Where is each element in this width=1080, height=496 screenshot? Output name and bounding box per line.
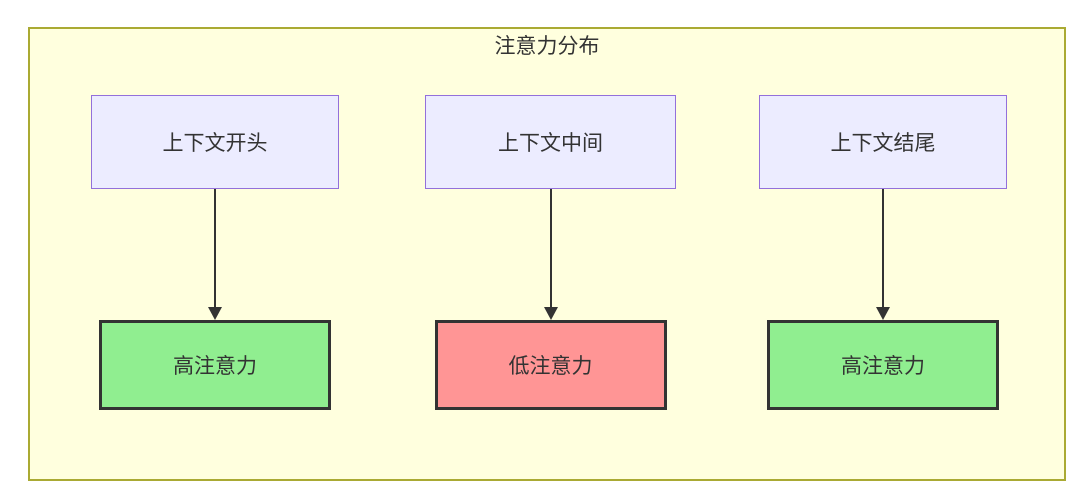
arrowhead-icon [208,307,222,320]
high-attention-label: 高注意力 [173,355,257,378]
diagram-column-start: 上下文开头 高注意力 [91,95,339,410]
diagram-canvas: 注意力分布 上下文开头 高注意力 上下文中间 低注意力 [28,27,1066,481]
arrow-line [882,189,884,311]
arrow-connector [207,189,223,320]
context-end-label: 上下文结尾 [830,132,936,155]
low-attention-node: 低注意力 [434,320,667,410]
diagram-column-middle: 上下文中间 低注意力 [425,95,676,410]
context-start-node: 上下文开头 [91,95,339,189]
high-attention-label: 高注意力 [841,355,925,378]
arrow-line [214,189,216,311]
high-attention-node: 高注意力 [767,320,999,410]
arrow-connector [543,189,559,320]
high-attention-node: 高注意力 [99,320,331,410]
diagram-column-end: 上下文结尾 高注意力 [759,95,1007,410]
context-start-label: 上下文开头 [162,132,268,155]
diagram-title: 注意力分布 [494,35,600,58]
arrow-connector [875,189,891,320]
low-attention-label: 低注意力 [508,355,593,378]
arrowhead-icon [543,307,558,320]
arrow-line [549,189,552,311]
context-end-node: 上下文结尾 [759,95,1007,189]
context-middle-label: 上下文中间 [498,132,603,155]
arrowhead-icon [876,307,890,320]
context-middle-node: 上下文中间 [425,95,676,189]
